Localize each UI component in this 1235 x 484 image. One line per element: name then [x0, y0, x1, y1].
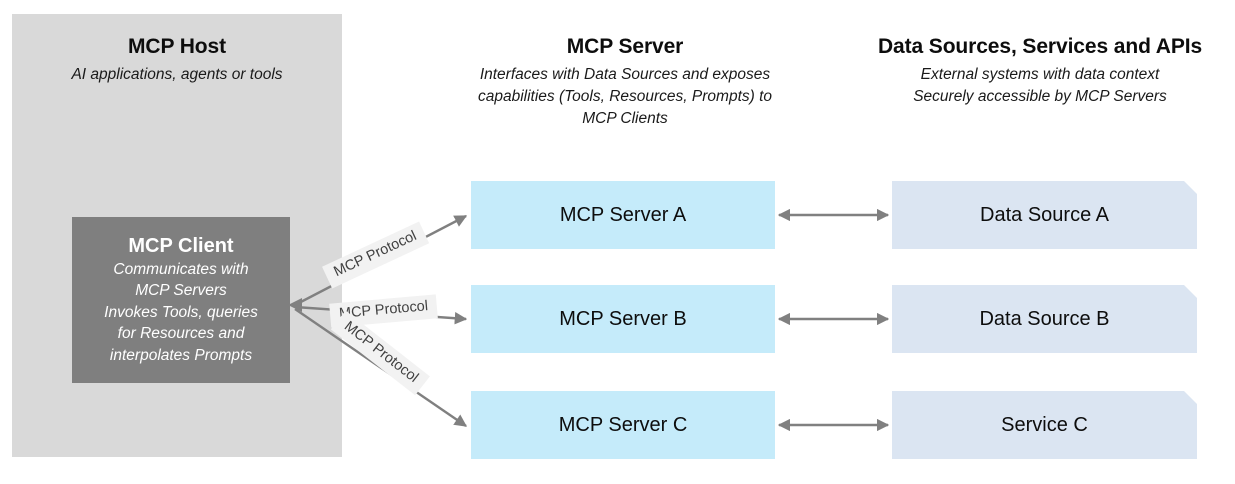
data-sources-title: Data Sources, Services and APIs [877, 35, 1203, 58]
mcp-client-box[interactable]: MCP Client Communicates with MCP Servers… [72, 217, 290, 383]
mcp-server-a-label: MCP Server A [559, 204, 687, 226]
mcp-server-b-box[interactable]: MCP Server B [471, 285, 775, 353]
mcp-server-a-box[interactable]: MCP Server A [471, 181, 775, 249]
mcp-server-c-label: MCP Server C [558, 414, 688, 436]
mcp-host-header: MCP Host AI applications, agents or tool… [12, 34, 342, 86]
mcp-client-description: Communicates with MCP Servers Invokes To… [104, 259, 258, 366]
mcp-server-subtitle: Interfaces with Data Sources and exposes… [477, 66, 773, 128]
data-sources-subtitle-line-1: External systems with data context [920, 66, 1160, 84]
service-c-box[interactable]: Service C [892, 391, 1197, 459]
data-sources-subtitle-line-2: Securely accessible by MCP Servers [913, 88, 1167, 106]
mcp-server-header: MCP Server Interfaces with Data Sources … [465, 34, 785, 130]
data-source-b-box[interactable]: Data Source B [892, 285, 1197, 353]
service-c-label: Service C [1001, 414, 1088, 436]
data-sources-subtitle: External systems with data context Secur… [860, 64, 1220, 108]
mcp-server-title: MCP Server [566, 35, 684, 58]
mcp-server-c-box[interactable]: MCP Server C [471, 391, 775, 459]
mcp-client-title: MCP Client [128, 235, 234, 258]
mcp-host-title: MCP Host [128, 35, 226, 58]
mcp-client-description-line-2: MCP Servers [135, 282, 227, 300]
mcp-server-b-label: MCP Server B [559, 308, 687, 330]
mcp-client-description-line-3: Invokes Tools, queries [104, 303, 258, 321]
data-source-b-label: Data Source B [979, 308, 1110, 330]
mcp-client-description-line-5: interpolates Prompts [109, 346, 253, 364]
data-source-a-label: Data Source A [980, 204, 1109, 226]
data-source-a-box[interactable]: Data Source A [892, 181, 1197, 249]
mcp-client-description-line-1: Communicates with [113, 261, 249, 279]
mcp-host-subtitle: AI applications, agents or tools [71, 66, 283, 84]
data-sources-header: Data Sources, Services and APIs External… [860, 34, 1220, 108]
mcp-protocol-label-c: MCP Protocol [331, 310, 431, 396]
mcp-client-description-line-4: for Resources and [117, 325, 245, 343]
